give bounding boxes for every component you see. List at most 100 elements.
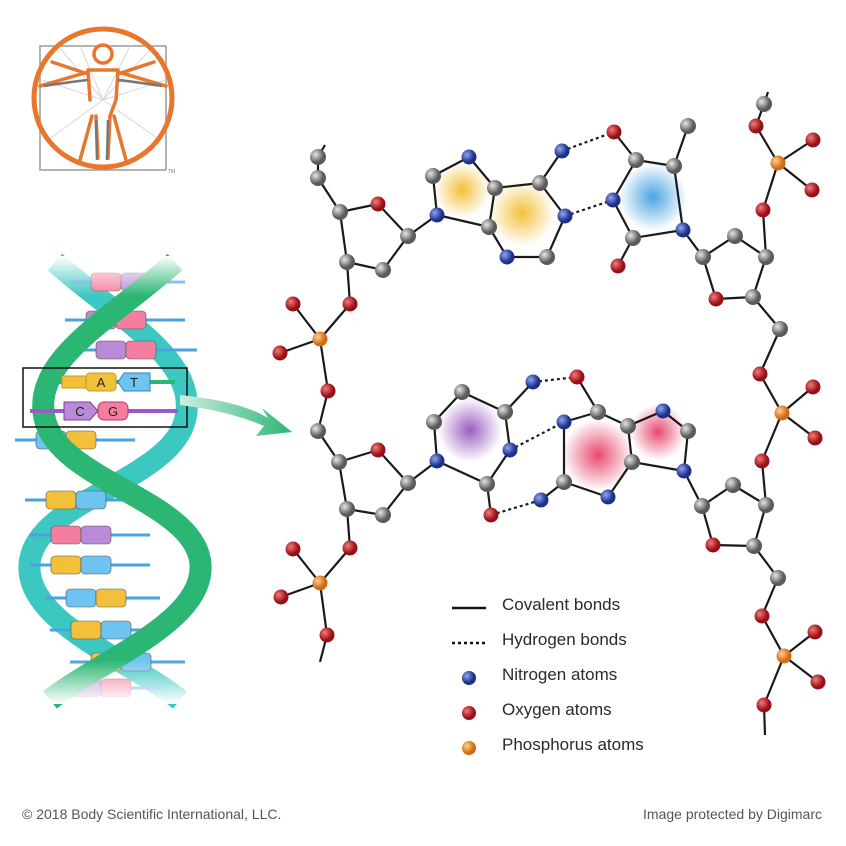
oxygen-atom: [606, 124, 622, 140]
carbon-atom: [375, 507, 391, 523]
base-block: [100, 620, 132, 640]
carbon-atom: [539, 249, 555, 265]
nitrogen-atom: [557, 208, 573, 224]
legend-nitrogen: Nitrogen atoms: [452, 662, 752, 697]
covalent-bond: [760, 412, 784, 462]
legend-label: Oxygen atoms: [502, 700, 612, 719]
oxygen-atom: [273, 589, 289, 605]
carbon-atom: [425, 168, 441, 184]
hydrogen-bond: [490, 498, 542, 517]
nitrogen-atom: [600, 489, 616, 505]
base-block: [65, 588, 97, 608]
oxygen-atom: [752, 366, 768, 382]
trademark-mark: TM: [168, 169, 175, 175]
oxygen-atom: [610, 258, 626, 274]
oxygen-atom: [285, 541, 301, 557]
carbon-atom: [454, 384, 470, 400]
base-block: [80, 555, 112, 575]
nitrogen-atom: [525, 374, 541, 390]
covalent-bond: [632, 228, 684, 240]
carbon-atom: [725, 477, 741, 493]
carbon-atom: [625, 230, 641, 246]
nitrogen-atom: [429, 453, 445, 469]
oxygen-atom: [754, 453, 770, 469]
phosphorus-atom: [776, 648, 792, 664]
carbon-atom: [532, 175, 548, 191]
nitrogen-atom: [499, 249, 515, 265]
carbon-atom: [624, 454, 640, 470]
covalent-bond: [761, 162, 780, 211]
carbon-atom: [400, 475, 416, 491]
oxygen-atom: [272, 345, 288, 361]
base-block: [45, 490, 77, 510]
phosphorus-atom: [770, 155, 786, 171]
base-block: [50, 525, 82, 545]
hydrogen-bond: [561, 130, 615, 153]
covalent-bond: [436, 460, 488, 485]
carbon-atom: [479, 476, 495, 492]
oxygen-atom: [370, 196, 386, 212]
pair-c-g: C G: [30, 401, 178, 421]
carbon-atom: [758, 497, 774, 513]
carbon-atom: [487, 180, 503, 196]
carbon-atom: [758, 249, 774, 265]
carbon-atom: [556, 474, 572, 490]
covalent-bond: [319, 303, 351, 340]
carbon-atom: [331, 454, 347, 470]
oxygen-atom: [483, 507, 499, 523]
oxygen-atom: [807, 624, 823, 640]
oxygen-atom: [754, 608, 770, 624]
legend-label: Nitrogen atoms: [502, 665, 618, 684]
covalent-bond: [761, 615, 785, 657]
carbon-atom: [628, 152, 644, 168]
legend-label: Phosphorus atoms: [502, 735, 644, 754]
oxygen-atom: [705, 537, 721, 553]
base-block: [125, 340, 157, 360]
copyright-text: © 2018 Body Scientific International, LL…: [22, 806, 282, 822]
carbon-atom: [756, 96, 772, 112]
carbon-atom: [772, 321, 788, 337]
carbon-atom: [746, 538, 762, 554]
hydrogen-bond: [564, 198, 614, 218]
base-block: [95, 340, 127, 360]
vitruvian-logo: TM: [31, 26, 175, 175]
oxygen-atom: [807, 430, 823, 446]
carbon-atom: [666, 158, 682, 174]
nitrogen-atom: [676, 463, 692, 479]
legend-hydrogen: Hydrogen bonds: [452, 627, 752, 662]
covalent-bond: [672, 165, 685, 231]
nitrogen-atom: [429, 207, 445, 223]
nitrogen-atom: [554, 143, 570, 159]
base-block: [75, 490, 107, 510]
phosphorus-atom-swatch: [462, 741, 476, 755]
legend-label: Hydrogen bonds: [502, 630, 627, 649]
oxygen-atom: [320, 383, 336, 399]
zoom-arrow: [180, 395, 292, 436]
carbon-atom: [400, 228, 416, 244]
carbon-atom: [680, 118, 696, 134]
oxygen-atom: [342, 296, 358, 312]
nitrogen-atom: [655, 403, 671, 419]
legend-covalent: Covalent bonds: [452, 592, 752, 627]
legend-label: Covalent bonds: [502, 595, 621, 614]
oxygen-atom: [756, 697, 772, 713]
phosphorus-atom: [312, 331, 328, 347]
carbon-atom: [590, 404, 606, 420]
carbon-atom: [375, 262, 391, 278]
atoms: [272, 96, 826, 713]
base-g-label: G: [108, 404, 118, 419]
base-block: [50, 555, 82, 575]
carbon-atom: [745, 289, 761, 305]
phosphorus-atom: [774, 405, 790, 421]
nitrogen-atom-swatch: [462, 671, 476, 685]
covalent-bond: [338, 211, 349, 263]
oxygen-atom: [748, 118, 764, 134]
base-block: [70, 620, 102, 640]
base-a-label: A: [97, 375, 106, 390]
carbon-atom: [310, 149, 326, 165]
carbon-atom: [770, 570, 786, 586]
oxygen-atom-swatch: [462, 706, 476, 720]
oxygen-atom: [569, 369, 585, 385]
hydrogen-bond-swatch: [452, 641, 486, 645]
